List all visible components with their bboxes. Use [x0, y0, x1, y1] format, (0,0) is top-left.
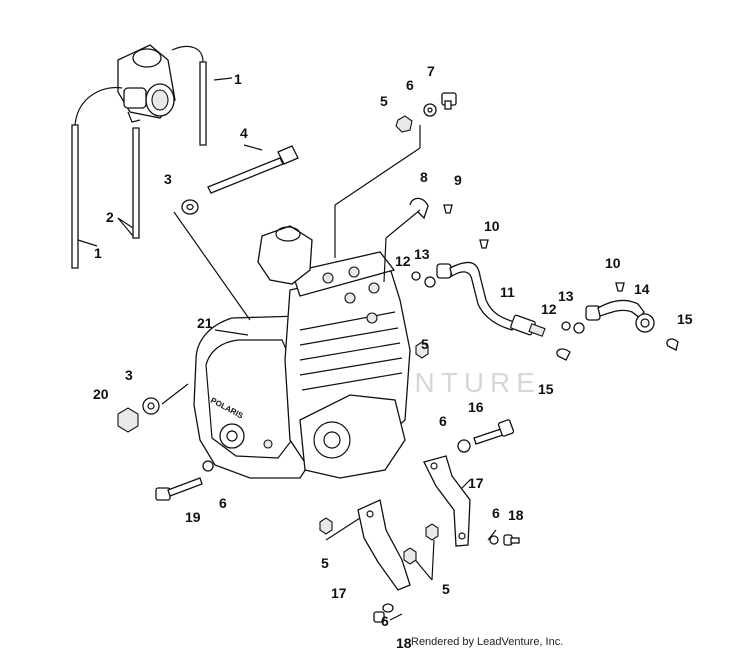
- washer-3-lower: [142, 397, 160, 415]
- bolt-19: [155, 477, 203, 501]
- washer-6-left: [202, 460, 214, 472]
- vent-hose-1: [71, 86, 123, 269]
- bolt-18-bottom: [373, 611, 385, 623]
- label-5-engine: 5: [421, 336, 429, 352]
- washer-6-right: [457, 439, 471, 453]
- clip-15-right: [666, 338, 679, 351]
- label-13-right: 13: [558, 288, 574, 304]
- nut-20: [117, 407, 139, 433]
- label-12-left: 12: [395, 253, 411, 269]
- label-16: 16: [468, 399, 484, 415]
- washer-6-bottom: [382, 603, 394, 613]
- bracket-17-lower: [357, 499, 411, 591]
- label-5-bottom-left: 5: [321, 555, 329, 571]
- label-6-bottom: 6: [381, 613, 389, 629]
- label-11: 11: [500, 284, 515, 300]
- label-10-left: 10: [484, 218, 500, 234]
- nut-5-mid: [403, 547, 417, 565]
- label-8: 8: [420, 169, 428, 185]
- label-20: 20: [93, 386, 109, 402]
- label-3-upper: 3: [164, 171, 172, 187]
- label-5-top: 5: [380, 93, 388, 109]
- washer-3-upper: [181, 199, 199, 215]
- bracket-17-upper: [423, 455, 471, 547]
- carburetor-assembly: [117, 44, 176, 123]
- label-18-right: 18: [508, 507, 524, 523]
- label-9: 9: [454, 172, 462, 188]
- label-17-lower: 17: [331, 585, 347, 601]
- label-7: 7: [427, 63, 435, 79]
- label-10-right: 10: [605, 255, 621, 271]
- washer-12-b: [561, 321, 571, 331]
- washer-6-lower-right: [489, 535, 499, 545]
- washer-6-top: [423, 103, 437, 117]
- nut-5-engine: [415, 341, 429, 359]
- engine-block: POLARIS: [193, 225, 411, 479]
- bolt-16: [473, 419, 515, 445]
- oil-line-11: [436, 261, 546, 337]
- label-6-right: 6: [439, 413, 447, 429]
- clip-8: [409, 197, 429, 220]
- oil-line-14: [585, 299, 655, 333]
- label-6-left: 6: [219, 495, 227, 511]
- nut-5-right: [425, 523, 439, 541]
- label-15-left: 15: [538, 381, 554, 397]
- label-6-lower-right: 6: [492, 505, 500, 521]
- label-18-bottom: 18: [396, 635, 412, 651]
- label-6-top: 6: [406, 77, 414, 93]
- label-1-top: 1: [234, 71, 242, 87]
- nut-5-left: [319, 517, 333, 535]
- long-bolt: [207, 145, 299, 194]
- label-5-bottom: 5: [442, 581, 450, 597]
- washer-13-a: [424, 276, 436, 288]
- label-21: 21: [197, 315, 213, 331]
- screw-10-a: [479, 239, 489, 249]
- label-12-right: 12: [541, 301, 557, 317]
- washer-12-a: [411, 271, 421, 281]
- screw-10-b: [615, 282, 625, 292]
- vent-hose-2: [132, 127, 140, 239]
- label-15-right: 15: [677, 311, 693, 327]
- screw-9: [443, 204, 453, 214]
- label-3-lower: 3: [125, 367, 133, 383]
- label-13-left: 13: [414, 246, 430, 262]
- leader-lines: [77, 77, 497, 621]
- label-14: 14: [634, 281, 650, 297]
- label-2: 2: [106, 209, 114, 225]
- vent-hose-3: [171, 45, 207, 146]
- nut-5-top: [395, 115, 413, 133]
- label-4: 4: [240, 125, 248, 141]
- footer-credit: Rendered by LeadVenture, Inc.: [411, 636, 564, 648]
- label-19: 19: [185, 509, 201, 525]
- label-1-left: 1: [94, 245, 102, 261]
- part-labels: 1 1 2 3 3 4 5 5 5 5 6 6 6 6 6 7 8 9 10 1…: [93, 63, 693, 651]
- washer-13-b: [573, 322, 585, 334]
- bolt-18-right: [503, 534, 520, 546]
- clip-15-left: [556, 348, 571, 361]
- bolt-7: [441, 92, 457, 110]
- label-17-upper: 17: [468, 475, 484, 491]
